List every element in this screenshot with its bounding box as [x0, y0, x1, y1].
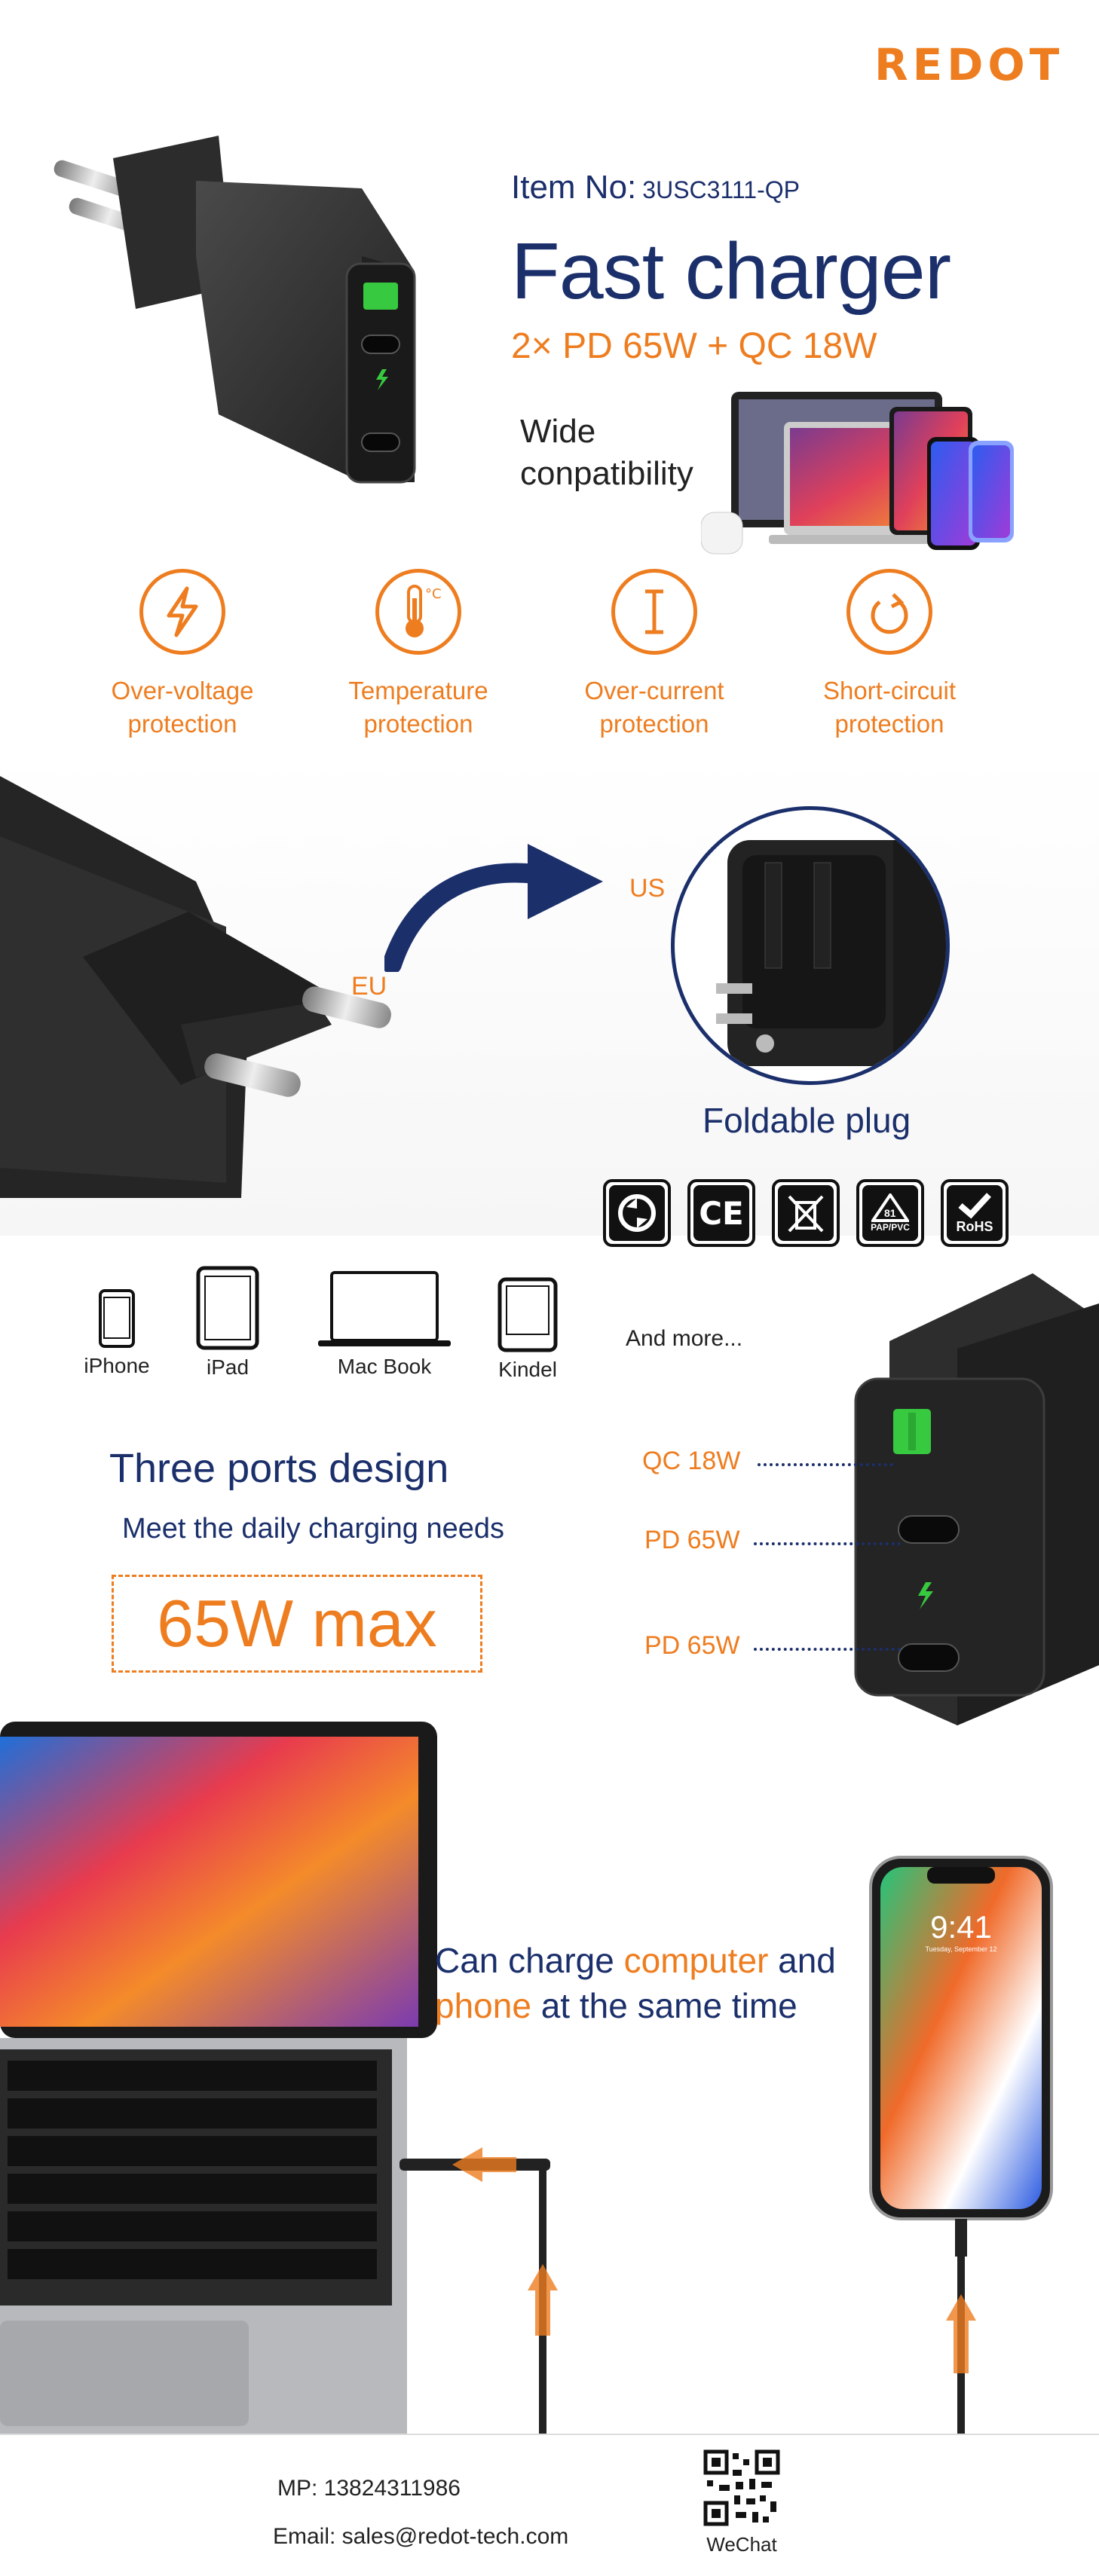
- feature-short-circuit: Short-circuit protection: [776, 569, 1003, 741]
- charge-text-computer: computer: [623, 1941, 769, 1980]
- contact-email[interactable]: Email: sales@redot-tech.com: [273, 2524, 569, 2549]
- port-leader-pd1: [754, 1542, 901, 1545]
- wechat-label: WeChat: [706, 2533, 777, 2556]
- feature-over-voltage: Over-voltage protection: [69, 569, 295, 741]
- ce-icon: CE: [687, 1179, 755, 1247]
- port-leader-qc: [758, 1463, 893, 1466]
- device-label: iPad: [206, 1355, 249, 1379]
- svg-text:°C: °C: [425, 586, 442, 602]
- pap-text: PAP/PVC: [871, 1222, 910, 1233]
- charge-text-1: Can charge: [435, 1941, 624, 1980]
- compatibility-text: Wide conpatibility: [520, 411, 693, 495]
- devices-group-image: [701, 392, 1014, 555]
- us-plug-image: [716, 840, 946, 1066]
- charge-text-2: and: [768, 1941, 836, 1980]
- foldable-plug-caption: Foldable plug: [703, 1101, 911, 1140]
- iphone-icon: [99, 1289, 135, 1348]
- feature-label: Over-voltage protection: [69, 674, 295, 741]
- feature-temperature: °C Temperature protection: [305, 569, 531, 741]
- current-icon: [611, 569, 697, 655]
- feature-line2: protection: [834, 710, 944, 738]
- feature-label: Over-current protection: [541, 674, 767, 741]
- port-label-pd1: PD 65W: [644, 1526, 740, 1554]
- pap-pvc-icon: 81 PAP/PVC: [856, 1179, 924, 1247]
- max-power-badge: 65W max: [112, 1575, 482, 1673]
- device-label: Kindel: [498, 1358, 557, 1381]
- laptop-image: [0, 1722, 558, 2434]
- feature-line1: Over-current: [584, 677, 724, 704]
- device-kindle: Kindel: [490, 1277, 565, 1382]
- phone-image: 9:41 Tuesday, September 12: [869, 1856, 1053, 2434]
- port-label-pd2: PD 65W: [644, 1631, 740, 1660]
- curved-arrow-icon: [384, 844, 603, 972]
- kindle-icon: [497, 1277, 558, 1352]
- footer: MP: 13824311986 Email: sales@redot-tech.…: [0, 2434, 1099, 2576]
- rohs-text: RoHS: [956, 1218, 993, 1234]
- rohs-icon: RoHS: [941, 1179, 1009, 1247]
- charge-text-phone: phone: [435, 1986, 531, 2025]
- compatibility-line2: conpatibility: [520, 455, 693, 492]
- feature-line2: protection: [127, 710, 237, 738]
- ports-subheading: Meet the daily charging needs: [122, 1513, 504, 1545]
- recycle-icon: [603, 1179, 671, 1247]
- phone-clock: 9:41: [930, 1909, 992, 1945]
- feature-line1: Over-voltage: [111, 677, 254, 704]
- charge-text: Can charge computer and phone at the sam…: [435, 1938, 902, 2028]
- power-cycle-icon: [846, 569, 932, 655]
- feature-label: Temperature protection: [305, 674, 531, 741]
- ce-text: CE: [693, 1185, 749, 1241]
- lightning-icon: [139, 569, 225, 655]
- product-subtitle: 2× PD 65W + QC 18W: [511, 326, 877, 366]
- brand-logo: REDOT: [874, 39, 1064, 90]
- port-leader-pd2: [754, 1648, 901, 1651]
- wechat-qr-icon: [703, 2449, 781, 2527]
- thermometer-icon: °C: [375, 569, 461, 655]
- product-title: Fast charger: [511, 227, 951, 316]
- device-iphone: iPhone: [75, 1288, 158, 1378]
- eu-label: EU: [351, 972, 387, 1001]
- eu-charger-image: [0, 776, 391, 1198]
- charge-text-3: at the same time: [531, 1986, 797, 2025]
- contact-phone: MP: 13824311986: [277, 2476, 461, 2501]
- feature-line2: protection: [599, 710, 709, 738]
- item-number-label: Item No:: [511, 169, 637, 206]
- weee-icon: [772, 1179, 840, 1247]
- us-plug-circle: [671, 806, 950, 1085]
- item-number-code: 3USC3111-QP: [642, 176, 800, 203]
- feature-label: Short-circuit protection: [776, 674, 1003, 741]
- device-macbook: Mac Book: [309, 1270, 460, 1379]
- feature-line1: Short-circuit: [822, 677, 957, 704]
- and-more-text: And more...: [626, 1326, 743, 1351]
- charger-ports-image: [854, 1273, 1099, 1725]
- feature-over-current: Over-current protection: [541, 569, 767, 741]
- item-number: Item No:3USC3111-QP: [511, 169, 800, 206]
- charger-hero-image: [54, 136, 416, 484]
- feature-line1: Temperature: [348, 677, 488, 704]
- phone-date: Tuesday, September 12: [925, 1945, 996, 1953]
- device-label: iPhone: [84, 1354, 150, 1377]
- ports-heading: Three ports design: [109, 1446, 449, 1491]
- compatibility-line1: Wide: [520, 413, 596, 450]
- feature-line2: protection: [363, 710, 473, 738]
- macbook-icon: [318, 1271, 451, 1346]
- device-ipad: iPad: [190, 1266, 265, 1380]
- us-label: US: [629, 874, 666, 903]
- port-label-qc: QC 18W: [642, 1447, 741, 1475]
- device-label: Mac Book: [337, 1355, 432, 1378]
- ipad-icon: [196, 1266, 259, 1350]
- pap-number: 81: [884, 1207, 896, 1219]
